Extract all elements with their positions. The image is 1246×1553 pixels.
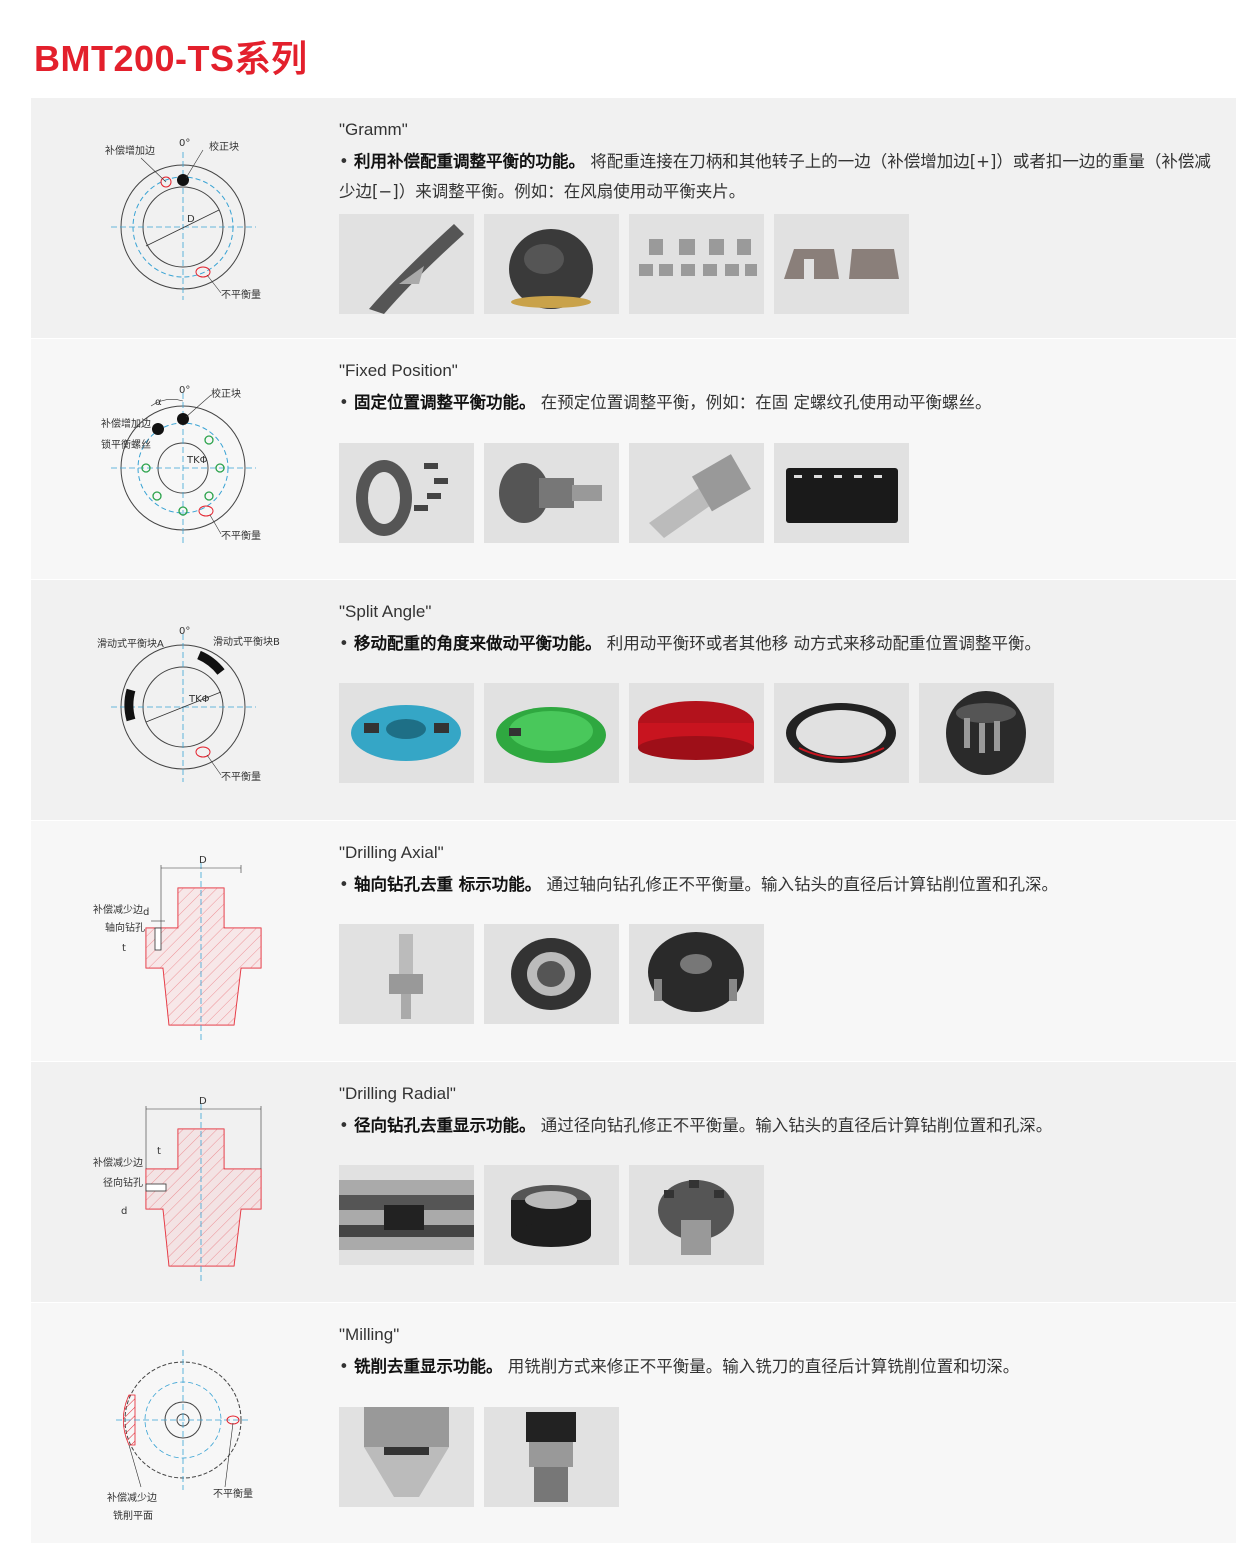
section-text: 利用动平衡环或者其他移 动方式来移动配重位置调整平衡。 [606,634,1041,653]
section-description: • 轴向钻孔去重 标示功能。 通过轴向钻孔修正不平衡量。输入钻头的直径后计算钻削… [339,875,1058,894]
milling-diagram: 补偿减少边 铣削平面 不平衡量 [91,1315,321,1530]
blue-ring-image [339,683,474,783]
section-bold: 利用补偿配重调整平衡的功能。 [353,152,585,171]
gramm-label-unbal: 不平衡量 [221,289,261,301]
section-name: "Milling" [339,1325,400,1344]
gramm-label-d: D [187,214,195,225]
fixed-label-unbal: 不平衡量 [221,530,261,542]
fixed-label-compensate: 补偿增加边 [101,417,151,430]
section-gramm: 补偿增加边 0° 校正块 D 不平衡量 "Gramm" • 利用补偿配重调整平衡… [31,98,1236,338]
radial-cutter-image [629,1165,764,1265]
red-ring-image [629,683,764,783]
thumb-row [339,443,909,543]
section-name: "Drilling Radial" [339,1084,456,1103]
radial-label-D: D [199,1096,207,1107]
split-label-a: 滑动式平衡块A [97,637,164,650]
milling-chuck-image [484,1407,619,1507]
split-label-zero: 0° [179,626,190,637]
milling-label-unbal: 不平衡量 [213,1488,253,1500]
section-description: • 径向钻孔去重显示功能。 通过径向钻孔修正不平衡量。输入钻头的直径后计算钻削位… [339,1116,1053,1135]
black-ring-image [774,683,909,783]
tool-holder-image [629,443,764,543]
section-text: 在预定位置调整平衡，例如：在固 定螺纹孔使用动平衡螺丝。 [540,393,992,412]
milling-holder-image [339,1407,474,1507]
thumb-row [339,683,1054,783]
green-ring-image [484,683,619,783]
milling-label-reduce: 补偿减少边 [107,1491,157,1504]
section-drilling-radial: D t d 补偿减少边 径向钻孔 "Drilling Radial" • 径向钻… [31,1062,1236,1302]
section-split-angle: 滑动式平衡块A 滑动式平衡块B 0° TKΦ 不平衡量 "Split Angle… [31,580,1236,820]
fixed-label-calib: 校正块 [211,387,241,400]
fan-clip-image [339,214,474,314]
section-description: • 铣削去重显示功能。 用铣削方式来修正不平衡量。输入铣刀的直径后计算铣削位置和… [339,1357,1020,1376]
section-text: 通过轴向钻孔修正不平衡量。输入钻头的直径后计算钻削位置和孔深。 [546,875,1058,894]
section-milling: 补偿减少边 铣削平面 不平衡量 "Milling" • 铣削去重显示功能。 用铣… [31,1303,1236,1543]
fixed-label-angle: α [155,397,162,408]
section-bold: 径向钻孔去重显示功能。 [353,1116,536,1135]
axial-cutter-image [629,924,764,1024]
weight-cap-image [484,214,619,314]
section-bold: 移动配重的角度来做动平衡功能。 [353,634,602,653]
axial-label-D: D [199,855,207,866]
clip-pieces-image [774,214,909,314]
ring-screws-image [339,443,474,543]
thumb-row [339,1165,764,1265]
cutter-head-image [919,683,1054,783]
gramm-label-calib: 校正块 [209,140,239,153]
thumb-row [339,924,764,1024]
split-label-unbal: 不平衡量 [221,771,261,783]
section-text: 通过径向钻孔修正不平衡量。输入钻头的直径后计算钻削位置和孔深。 [540,1116,1053,1135]
section-drilling-axial: D d t 补偿减少边 轴向钻孔 "Drilling Axial" • 轴向钻孔… [31,821,1236,1061]
gramm-diagram: 补偿增加边 0° 校正块 D 不平衡量 [91,110,321,325]
fixed-label-screw: 锁平衡螺丝 [101,438,151,451]
axial-nut-image [484,924,619,1024]
thumb-row [339,214,909,314]
section-fixed-position: 补偿增加边 锁平衡螺丝 0° 校正块 α TKΦ 不平衡量 "Fixed Pos… [31,339,1236,579]
section-description: • 移动配重的角度来做动平衡功能。 利用动平衡环或者其他移 动方式来移动配重位置… [339,634,1041,653]
page-title: BMT200-TS系列 [34,38,308,79]
section-text: 将配重连接在刀柄和其他转子上的一边（补偿增加边[+]）或者扣一边的重量（补偿减少… [339,152,1211,201]
radial-label-t: t [157,1146,161,1157]
fixed-label-zero: 0° [179,385,190,396]
section-text: 用铣削方式来修正不平衡量。输入铣刀的直径后计算铣削位置和切深。 [507,1357,1020,1376]
fixed-label-d: TKΦ [186,455,208,466]
section-description: • 利用补偿配重调整平衡的功能。 将配重连接在刀柄和其他转子上的一边（补偿增加边… [339,152,1211,201]
section-bold: 铣削去重显示功能。 [353,1357,503,1376]
section-name: "Gramm" [339,120,408,139]
gramm-label-compensate: 补偿增加边 [105,144,155,157]
radial-nut-image [484,1165,619,1265]
section-name: "Split Angle" [339,602,432,621]
section-name: "Drilling Axial" [339,843,444,862]
axial-label-t: t [122,943,126,954]
section-bold: 轴向钻孔去重 标示功能。 [353,875,542,894]
section-name: "Fixed Position" [339,361,458,380]
axial-label-d: d [143,907,149,918]
section-bold: 固定位置调整平衡功能。 [353,393,536,412]
radial-shaft-image [339,1165,474,1265]
weight-blocks-image [629,214,764,314]
radial-label-reduce: 补偿减少边 [93,1156,143,1169]
screw-kit-image [774,443,909,543]
milling-label-face: 铣削平面 [113,1509,153,1522]
radial-label-hole: 径向钻孔 [103,1176,143,1189]
axial-label-reduce: 补偿减少边 [93,903,143,916]
split-diagram: 滑动式平衡块A 滑动式平衡块B 0° TKΦ 不平衡量 [91,592,321,807]
gramm-label-zero: 0° [179,138,190,149]
split-label-d: TKΦ [188,694,210,705]
thumb-row [339,1407,619,1507]
axial-holder-image [339,924,474,1024]
section-description: • 固定位置调整平衡功能。 在预定位置调整平衡，例如：在固 定螺纹孔使用动平衡螺… [339,393,992,412]
radial-diagram: D t d 补偿减少边 径向钻孔 [91,1074,321,1289]
spindle-assembly-image [484,443,619,543]
fixed-diagram: 补偿增加边 锁平衡螺丝 0° 校正块 α TKΦ 不平衡量 [91,351,321,566]
radial-label-d: d [121,1206,127,1217]
axial-label-hole: 轴向钻孔 [105,921,145,934]
split-label-b: 滑动式平衡块B [213,635,280,648]
axial-diagram: D d t 补偿减少边 轴向钻孔 [91,833,321,1048]
